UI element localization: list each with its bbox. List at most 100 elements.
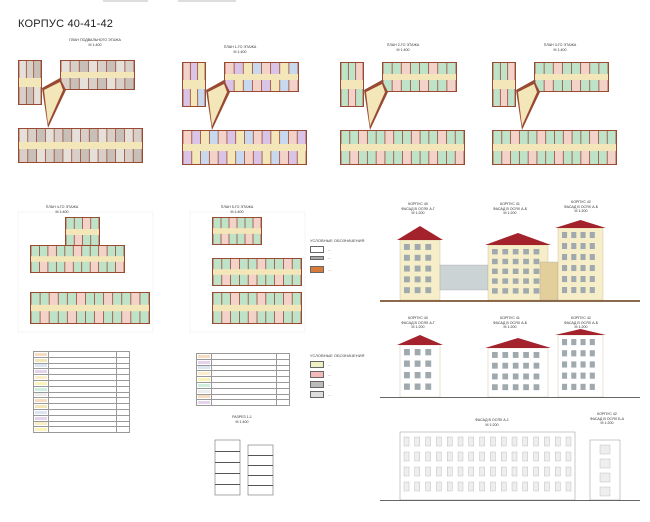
window [511,436,518,447]
link-corridor [366,84,385,126]
room [243,63,252,75]
room [70,77,79,89]
room [248,274,257,285]
window [562,350,568,357]
room [266,259,275,270]
room [563,150,572,164]
room [97,61,107,73]
window [403,466,410,477]
room [420,131,429,145]
room [350,150,359,164]
room [535,79,544,91]
window [580,232,586,239]
room [66,234,74,246]
window [571,243,577,250]
elevation-title: КОРПУС 42 [571,316,591,320]
room [124,148,133,162]
room [213,218,221,229]
room [133,129,142,143]
corridor [493,144,616,151]
window [490,466,496,477]
window [512,362,519,369]
room [297,131,306,145]
legend-item: — [310,371,380,378]
plan-title: ПЛАН 4-ГО ЭТАЖА [45,205,79,209]
window [522,481,528,492]
room [546,150,555,164]
room [63,129,72,143]
legend-item: — [310,361,380,368]
room [99,261,107,272]
window [533,384,540,391]
room [82,261,90,272]
room [292,259,301,270]
elevation-title: КОРПУС 42 [597,412,617,416]
area-cell [276,399,290,407]
window [589,372,595,379]
room [89,148,98,162]
room [348,88,356,106]
room [429,79,438,91]
corridor [31,304,149,312]
room [446,131,455,145]
window [565,466,572,477]
room [429,150,438,164]
room [98,148,107,162]
window [425,451,431,462]
elevation-subtitle: ФАСАД В ОСЯХ А-Г [401,206,435,211]
plan-scale: М 1:400 [396,47,410,52]
room [183,63,190,81]
elevation-subtitle: ФАСАД В ОСЯХ А-Б [563,204,599,209]
window [580,243,586,250]
plan-scale: М 1:400 [55,209,69,214]
window [436,466,442,477]
room [590,150,599,164]
room [122,310,131,323]
room [183,150,192,164]
room [82,218,91,230]
swatch [35,428,47,432]
plan-scale: М 1:400 [233,49,247,54]
legend-item: — [310,246,380,253]
room [590,131,599,145]
swatch [198,389,210,393]
room [257,310,266,323]
header-bar [103,0,148,2]
room [192,150,201,164]
room [237,218,245,229]
section-2 [247,444,274,496]
legend-item: — [310,391,380,398]
window [523,249,529,255]
window [562,254,568,261]
room [190,88,198,106]
swatch [35,399,47,403]
window [425,481,431,492]
room [581,79,590,91]
room [229,218,237,229]
room [280,63,289,75]
room [116,129,125,143]
window [404,276,410,283]
window [492,362,498,369]
room [358,150,367,164]
room [31,293,40,306]
room [113,293,122,306]
room [48,261,56,272]
room [19,86,26,104]
window [571,254,577,261]
roof [397,335,443,345]
room [85,310,95,323]
swatch-cell [33,426,49,434]
room [572,131,581,145]
window [414,349,421,356]
room [183,88,190,106]
legend-item: — [310,256,380,260]
window [580,361,586,368]
window [447,481,453,492]
room [581,150,590,164]
legend-title: УСЛОВНЫЕ ОБОЗНАЧЕНИЯ [310,353,365,358]
room [222,274,231,285]
room [253,218,261,229]
